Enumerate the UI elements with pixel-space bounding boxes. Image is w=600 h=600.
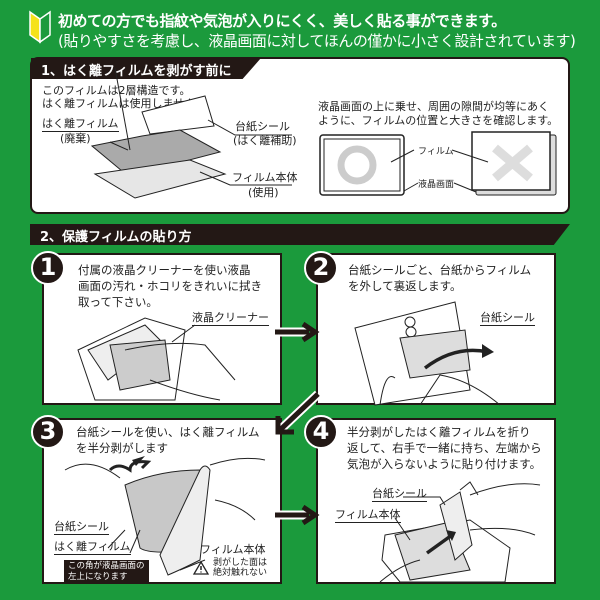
arrow-right-icon bbox=[275, 321, 320, 343]
label-film: フィルム bbox=[418, 147, 454, 157]
label-film-body-4: フィルム本体 bbox=[335, 508, 401, 523]
step3-line-2: を半分剥がします bbox=[76, 441, 168, 455]
step4-line-1: 半分剥がしたはく離フィルムを折り bbox=[347, 425, 531, 439]
intro-line-1: このフィルムは2層構造です。 bbox=[42, 84, 191, 97]
arrow-right-icon-2 bbox=[275, 504, 320, 526]
warning-text: 剥がした面は 絶対触れない bbox=[213, 558, 267, 578]
section1-title: 1、はく離フィルムを剥がす前に bbox=[31, 58, 261, 79]
label-tab-seal-2: 台紙シール bbox=[480, 311, 535, 326]
step2-line-1: 台紙シールごと、台紙からフィルム bbox=[348, 263, 532, 277]
step3-line-1: 台紙シールを使い、はく離フィルム bbox=[76, 425, 260, 439]
corner-note-line-2: 左上になります bbox=[68, 572, 128, 582]
label-film-body-3: フィルム本体 bbox=[200, 543, 266, 556]
label-body-note: (使用) bbox=[248, 186, 279, 199]
step3-number: 3 bbox=[31, 415, 65, 449]
step2-line-2: を外して裏返します。 bbox=[348, 279, 462, 293]
label-release-film-3: はく離フィルム bbox=[54, 540, 131, 555]
warning-line-1: 剥がした面は bbox=[213, 558, 268, 568]
corner-note-line-1: この角が液晶画面の bbox=[68, 561, 145, 571]
label-tab-seal: 台紙シール bbox=[235, 120, 290, 133]
label-tab-note: (はく離補助) bbox=[233, 134, 297, 147]
step1-number: 1 bbox=[31, 251, 65, 285]
section2-title: 2、保護フィルムの貼り方 bbox=[30, 224, 570, 245]
header-line-2: (貼りやすさを考慮し、液晶画面に対してほんの僅かに小さく設計されています) bbox=[58, 32, 576, 50]
step4-line-3: 気泡が入らないように貼り付けます。 bbox=[347, 457, 542, 471]
arrow-down-left-icon bbox=[275, 390, 322, 435]
beginner-mark-icon bbox=[29, 10, 51, 44]
warning-line-2: 絶対触れない bbox=[213, 568, 268, 578]
label-release-film: はく離フィルム bbox=[42, 117, 119, 132]
warning-icon bbox=[192, 560, 210, 575]
step1-line-1: 付属の液晶クリーナーを使い液晶 bbox=[78, 263, 251, 277]
label-tab-seal-3: 台紙シール bbox=[54, 520, 109, 535]
step1-line-3: 取って下さい。 bbox=[78, 295, 158, 309]
corner-note: この角が液晶画面の 左上になります bbox=[64, 560, 149, 584]
check-line-2: ように、フィルムの位置と大きさを確認します。 bbox=[318, 114, 559, 127]
step4-number: 4 bbox=[304, 415, 338, 449]
header-line-1: 初めての方でも指紋や気泡が入りにくく、美しく貼る事ができます。 bbox=[58, 12, 506, 30]
step4-line-2: 返して、右手で一緒に持ち、左端から bbox=[347, 441, 542, 455]
label-film-body: フィルム本体 bbox=[232, 171, 298, 184]
step2-number: 2 bbox=[304, 251, 338, 285]
check-line-1: 液晶画面の上に乗せ、周囲の隙間が均等にあく bbox=[318, 100, 549, 113]
label-lcd-screen: 液晶画面 bbox=[418, 180, 455, 190]
label-lcd-cleaner: 液晶クリーナー bbox=[192, 311, 269, 326]
label-release-note: (廃棄) bbox=[60, 132, 91, 145]
step1-line-2: 画面の汚れ・ホコリをきれいに拭き bbox=[78, 279, 262, 293]
